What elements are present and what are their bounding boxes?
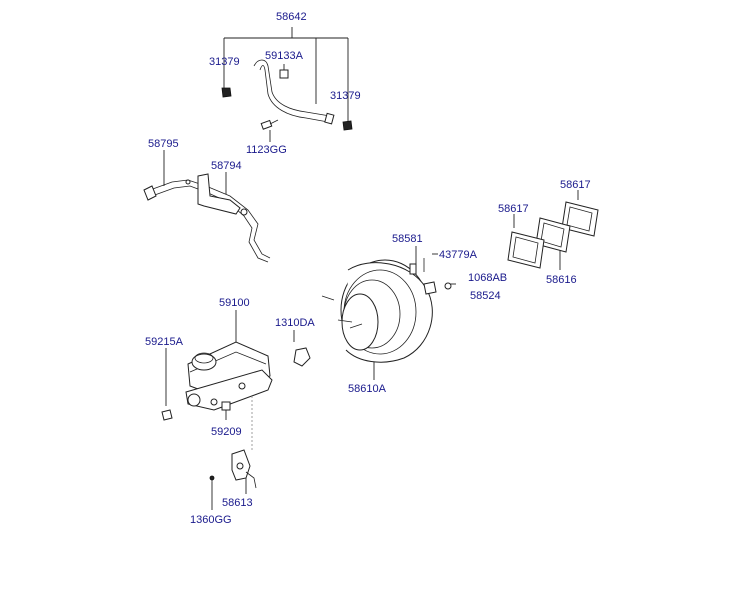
leader-58642	[223, 27, 349, 122]
hose-clamp-left[interactable]	[221, 87, 232, 98]
gasket-58617-top[interactable]	[561, 201, 599, 237]
label-1310da[interactable]: 1310DA	[275, 317, 315, 329]
gasket-group	[507, 190, 599, 270]
master-cylinder[interactable]	[161, 310, 311, 452]
push-rod-clevis[interactable]	[423, 281, 437, 295]
label-1068ab[interactable]: 1068AB	[468, 272, 507, 284]
label-58613[interactable]: 58613	[222, 497, 253, 509]
level-sensor-group	[209, 449, 257, 510]
tube-nut[interactable]	[185, 179, 191, 185]
label-43779a[interactable]: 43779A	[439, 249, 478, 261]
label-31379-left[interactable]: 31379	[209, 56, 240, 68]
label-58617-top[interactable]: 58617	[560, 179, 591, 191]
label-58524[interactable]: 58524	[470, 290, 501, 302]
hose-connector[interactable]	[279, 69, 289, 79]
vacuum-hose[interactable]	[253, 59, 331, 117]
label-58617-mid[interactable]: 58617	[498, 203, 529, 215]
vacuum-hose-inner	[259, 65, 329, 123]
part-labels: 58642 31379 59133A 31379 1123GG 58795 58…	[145, 11, 591, 526]
cylinder-port	[187, 393, 201, 407]
label-1360gg[interactable]: 1360GG	[190, 514, 232, 526]
hose-end-fitting[interactable]	[324, 112, 335, 125]
reservoir-cap[interactable]	[191, 353, 217, 371]
label-59133a[interactable]: 59133A	[265, 50, 304, 62]
label-58581[interactable]: 58581	[392, 233, 423, 245]
brake-tube-assembly	[143, 150, 271, 263]
vacuum-hose-assembly	[221, 27, 353, 142]
tube-bracket[interactable]	[197, 173, 241, 215]
bolt-1123gg[interactable]	[260, 119, 279, 130]
clevis-pin[interactable]	[409, 263, 417, 275]
label-58795[interactable]: 58795	[148, 138, 179, 150]
bracket-bolt[interactable]	[240, 208, 248, 216]
label-58642[interactable]: 58642	[276, 11, 307, 23]
cylinder-body	[185, 369, 273, 411]
brake-tube[interactable]	[149, 179, 271, 259]
label-31379-right[interactable]: 31379	[330, 90, 361, 102]
nut-1310da[interactable]	[293, 347, 311, 367]
label-59209[interactable]: 59209	[211, 426, 242, 438]
label-58610a[interactable]: 58610A	[348, 383, 387, 395]
hose-clamp-right[interactable]	[342, 120, 353, 131]
tube-fitting[interactable]	[143, 185, 157, 201]
label-59100[interactable]: 59100	[219, 297, 250, 309]
label-58794[interactable]: 58794	[211, 160, 242, 172]
reservoir-plug[interactable]	[161, 409, 173, 421]
label-58616[interactable]: 58616	[546, 274, 577, 286]
brake-booster[interactable]	[321, 246, 456, 380]
label-1123gg[interactable]: 1123GG	[246, 144, 287, 156]
seal-59209[interactable]	[221, 401, 231, 411]
booster-front-face	[341, 293, 379, 351]
label-59215a[interactable]: 59215A	[145, 336, 184, 348]
washer-58524[interactable]	[444, 282, 452, 290]
screw-1360gg[interactable]	[209, 475, 215, 481]
gasket-58617-mid[interactable]	[507, 231, 545, 269]
